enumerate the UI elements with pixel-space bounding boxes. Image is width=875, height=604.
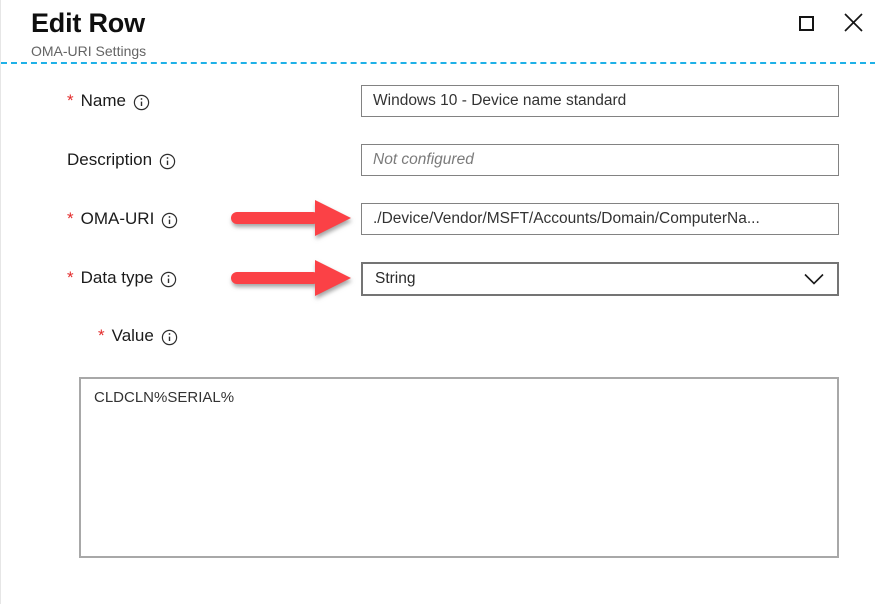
required-asterisk: * xyxy=(67,91,74,110)
page-title: Edit Row xyxy=(31,8,145,38)
oma-uri-input[interactable] xyxy=(361,203,839,235)
required-asterisk: * xyxy=(98,326,105,345)
value-label: Value xyxy=(111,326,154,345)
red-arrow-annotation xyxy=(231,200,351,236)
description-input[interactable] xyxy=(361,144,839,176)
description-label: Description xyxy=(67,150,153,169)
name-label: Name xyxy=(80,91,126,110)
header-divider xyxy=(1,62,875,64)
oma-uri-label-group: * OMA-URI xyxy=(67,203,178,235)
data-type-label-group: * Data type xyxy=(67,262,177,294)
name-input[interactable] xyxy=(361,85,839,117)
value-textarea[interactable]: CLDCLN%SERIAL% xyxy=(79,377,839,558)
required-asterisk: * xyxy=(67,268,74,287)
chevron-down-icon xyxy=(804,273,824,285)
data-type-label: Data type xyxy=(80,268,154,287)
info-icon[interactable] xyxy=(159,153,176,170)
close-button[interactable] xyxy=(843,12,864,33)
description-label-group: Description xyxy=(67,144,176,176)
info-icon[interactable] xyxy=(160,271,177,288)
name-label-group: * Name xyxy=(67,85,150,117)
close-icon xyxy=(844,13,863,32)
value-label-group: * Value xyxy=(98,320,178,352)
page-subtitle: OMA-URI Settings xyxy=(31,43,147,59)
info-icon[interactable] xyxy=(161,329,178,346)
oma-uri-label: OMA-URI xyxy=(80,209,155,228)
required-asterisk: * xyxy=(67,209,74,228)
maximize-button[interactable] xyxy=(799,16,814,31)
info-icon[interactable] xyxy=(133,94,150,111)
red-arrow-annotation xyxy=(231,260,351,296)
data-type-selected-value: String xyxy=(375,270,416,287)
info-icon[interactable] xyxy=(161,212,178,229)
data-type-dropdown[interactable]: String xyxy=(361,262,839,296)
